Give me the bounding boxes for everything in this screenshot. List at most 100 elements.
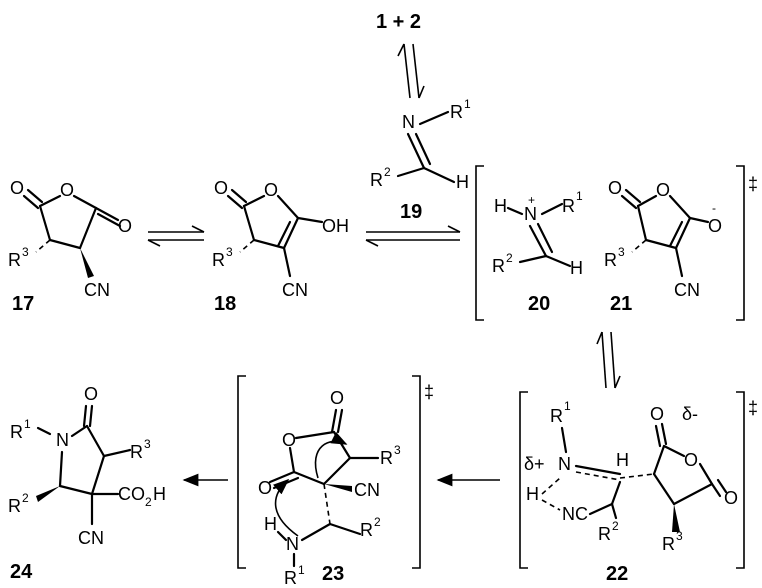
svg-text:CN: CN: [354, 480, 380, 500]
equilibrium-arrow-21-22: [596, 331, 621, 389]
svg-text:‡: ‡: [748, 398, 758, 418]
svg-text:δ-: δ-: [682, 404, 698, 424]
svg-text:1: 1: [24, 417, 31, 431]
svg-text:3: 3: [394, 443, 401, 457]
svg-text:H: H: [570, 258, 583, 278]
svg-text:H: H: [494, 196, 507, 216]
svg-text:R: R: [550, 406, 563, 426]
svg-text:R: R: [562, 196, 575, 216]
svg-text:CN: CN: [78, 528, 104, 548]
svg-text:R: R: [360, 520, 373, 540]
svg-text:23: 23: [322, 563, 344, 585]
svg-text:O: O: [84, 384, 98, 404]
compound-23: O O O R 3 CN R 2 H N R 1 23: [258, 388, 401, 588]
svg-text:1: 1: [576, 189, 583, 203]
compound-17: O O O R 3 CN 17: [8, 178, 132, 315]
svg-text:O: O: [724, 488, 738, 508]
compound-22: R 1 δ+ N H H NC R 2 O O O R 3 δ- 22: [524, 399, 738, 585]
svg-text:NC: NC: [562, 504, 588, 524]
equilibrium-arrow-top: [397, 43, 425, 99]
svg-text:18: 18: [214, 293, 236, 315]
compound-19: N R 1 H R 2 19: [370, 97, 471, 223]
svg-text:O: O: [214, 178, 228, 198]
svg-text:1: 1: [564, 399, 571, 413]
svg-text:1: 1: [298, 563, 305, 577]
ts-bracket-23: ‡: [237, 375, 434, 569]
svg-text:R: R: [604, 250, 617, 270]
svg-text:H: H: [456, 172, 469, 192]
svg-text:O: O: [258, 478, 272, 498]
svg-text:N: N: [286, 534, 299, 554]
svg-text:24: 24: [10, 561, 33, 583]
svg-text:CN: CN: [84, 280, 110, 300]
svg-text:N: N: [524, 204, 537, 224]
equilibrium-arrow-17-18: [147, 225, 205, 247]
svg-text:R: R: [212, 250, 225, 270]
svg-text:N: N: [558, 454, 571, 474]
svg-text:R: R: [8, 496, 21, 516]
svg-text:2: 2: [374, 515, 381, 529]
svg-text:3: 3: [22, 245, 29, 259]
svg-text:19: 19: [400, 201, 422, 223]
svg-text:3: 3: [226, 245, 233, 259]
svg-text:CN: CN: [674, 280, 700, 300]
svg-text:2: 2: [145, 495, 152, 509]
svg-text:O: O: [264, 180, 278, 200]
svg-text:O: O: [330, 388, 344, 408]
svg-text:O: O: [10, 178, 24, 198]
svg-text:21: 21: [610, 293, 632, 315]
svg-text:H: H: [264, 514, 277, 534]
svg-text:H: H: [153, 484, 166, 504]
svg-text:O: O: [708, 216, 722, 236]
ts-bracket-22: ‡: [519, 391, 758, 569]
svg-text:2: 2: [506, 251, 513, 265]
svg-text:R: R: [662, 534, 675, 554]
equilibrium-arrow-18-20: [365, 225, 461, 247]
svg-text:O: O: [60, 180, 74, 200]
svg-text:22: 22: [606, 563, 628, 585]
svg-text:17: 17: [12, 293, 34, 315]
svg-text:N: N: [56, 430, 69, 450]
compound-24: O N R 1 R 3 R 2 CO 2 H CN 24: [8, 384, 166, 583]
svg-text:O: O: [282, 430, 296, 450]
svg-text:3: 3: [618, 245, 625, 259]
svg-text:CN: CN: [282, 280, 308, 300]
svg-text:O: O: [684, 450, 698, 470]
svg-text:OH: OH: [322, 216, 349, 236]
svg-text:3: 3: [676, 529, 683, 543]
svg-text:R: R: [370, 170, 383, 190]
svg-text:1 + 2: 1 + 2: [376, 11, 421, 33]
svg-text:O: O: [656, 180, 670, 200]
ts-bracket-20-21: ‡: [475, 165, 758, 321]
svg-text:O: O: [118, 216, 132, 236]
svg-text:R: R: [450, 102, 463, 122]
svg-text:O: O: [650, 404, 664, 424]
svg-text:H: H: [616, 450, 629, 470]
svg-text:R: R: [492, 256, 505, 276]
svg-text:R: R: [380, 448, 393, 468]
svg-text:R: R: [10, 422, 23, 442]
svg-text:O: O: [608, 178, 622, 198]
svg-text:R: R: [130, 442, 143, 462]
reactants-label: 1 + 2: [376, 11, 421, 33]
compound-21: O O O - R 3 CN 21: [604, 178, 722, 315]
svg-text:‡: ‡: [748, 174, 758, 194]
svg-text:R: R: [598, 524, 611, 544]
svg-text:-: -: [712, 201, 716, 215]
svg-text:CO: CO: [118, 484, 145, 504]
svg-text:+: +: [528, 193, 535, 207]
svg-text:2: 2: [384, 165, 391, 179]
svg-text:N: N: [402, 112, 415, 132]
svg-text:H: H: [526, 484, 539, 504]
compound-20: H N + R 1 H R 2 20: [492, 189, 583, 315]
svg-text:1: 1: [464, 97, 471, 111]
svg-text:δ+: δ+: [524, 454, 545, 474]
compound-18: O O OH R 3 CN 18: [212, 178, 349, 315]
svg-text:R: R: [8, 250, 21, 270]
svg-text:2: 2: [612, 519, 619, 533]
svg-text:3: 3: [144, 437, 151, 451]
svg-text:2: 2: [22, 491, 29, 505]
svg-text:‡: ‡: [424, 382, 434, 402]
svg-text:R: R: [284, 568, 297, 588]
